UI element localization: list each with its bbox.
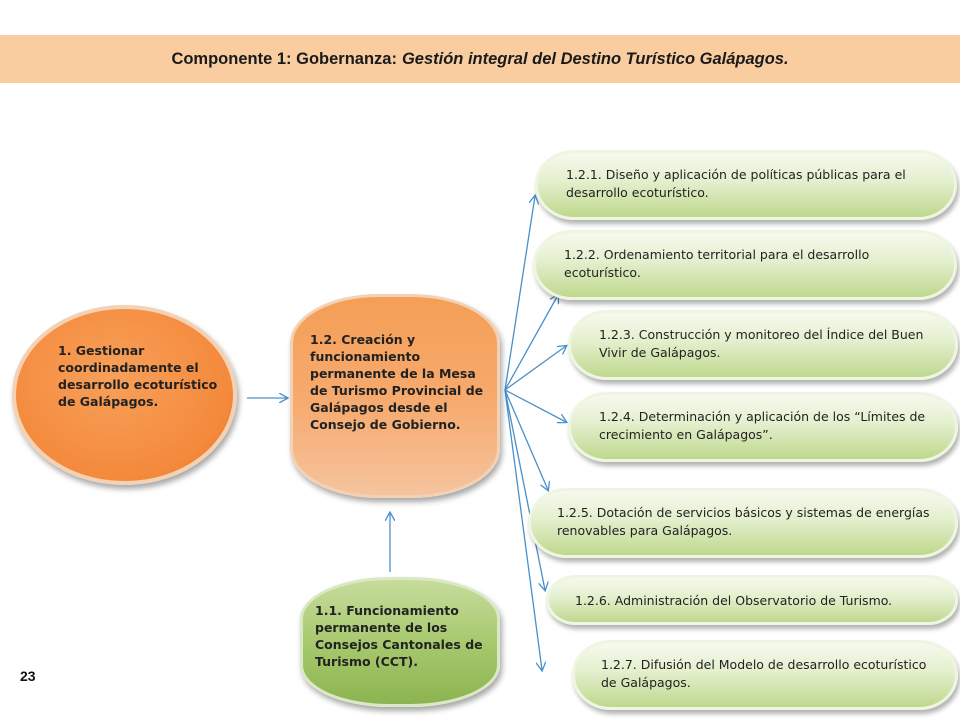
outcome-4-text: 1.2.4. Determinación y aplicación de los… (599, 409, 926, 442)
arrow-to-outcome-5 (504, 389, 548, 490)
outcome-2: 1.2.2. Ordenamiento territorial para el … (533, 230, 957, 300)
outcome-7-text: 1.2.7. Difusión del Modelo de desarrollo… (601, 657, 927, 690)
outcome-5: 1.2.5. Dotación de servicios básicos y s… (528, 488, 958, 558)
outcome-7: 1.2.7. Difusión del Modelo de desarrollo… (572, 640, 958, 710)
outcome-1-text: 1.2.1. Diseño y aplicación de políticas … (566, 167, 906, 200)
outcome-4: 1.2.4. Determinación y aplicación de los… (568, 392, 958, 462)
goal-node: 1. Gestionar coordinadamente el desarrol… (12, 305, 237, 485)
page-number: 23 (20, 668, 36, 684)
arrow-to-outcome-4 (504, 389, 566, 422)
center-text: 1.2. Creación y funcionamiento permanent… (310, 332, 484, 432)
arrow-to-outcome-1 (504, 196, 535, 391)
title-italic: Gestión integral del Destino Turístico G… (401, 49, 789, 68)
arrow-to-outcome-2 (504, 295, 558, 391)
bottom-text: 1.1. Funcionamiento permanente de los Co… (315, 603, 483, 669)
outcome-6: 1.2.6. Administración del Observatorio d… (546, 575, 958, 625)
outcome-5-text: 1.2.5. Dotación de servicios básicos y s… (557, 505, 930, 538)
goal-text: 1. Gestionar coordinadamente el desarrol… (58, 343, 218, 409)
outcome-3: 1.2.3. Construcción y monitoreo del Índi… (568, 310, 958, 380)
center-node: 1.2. Creación y funcionamiento permanent… (290, 294, 500, 498)
outcome-3-text: 1.2.3. Construcción y monitoreo del Índi… (599, 327, 924, 360)
outcome-1: 1.2.1. Diseño y aplicación de políticas … (535, 150, 957, 220)
bottom-node: 1.1. Funcionamiento permanente de los Co… (300, 577, 500, 707)
arrow-to-outcome-6 (504, 389, 545, 590)
outcome-2-text: 1.2.2. Ordenamiento territorial para el … (564, 247, 870, 280)
arrow-to-outcome-3 (504, 346, 566, 391)
title-prefix: Componente 1: Gobernanza: (171, 49, 397, 68)
outcome-6-text: 1.2.6. Administración del Observatorio d… (575, 593, 893, 608)
title-bar: Componente 1: Gobernanza: Gestión integr… (0, 35, 960, 83)
